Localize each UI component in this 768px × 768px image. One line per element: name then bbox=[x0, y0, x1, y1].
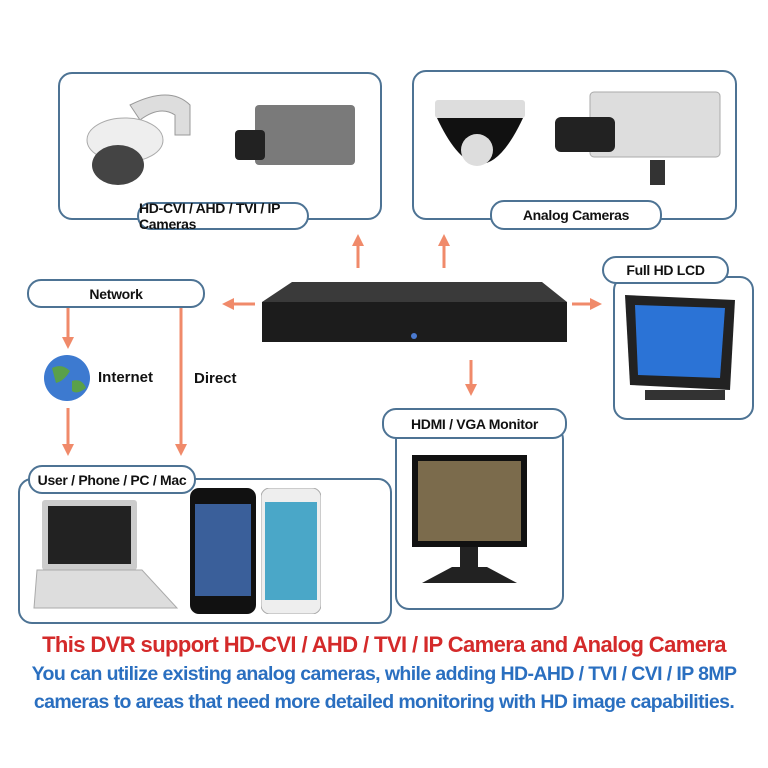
analog-cameras-label: Analog Cameras bbox=[490, 200, 662, 230]
android-phone-image bbox=[261, 488, 321, 614]
full-hd-lcd-label: Full HD LCD bbox=[602, 256, 729, 284]
network-label: Network bbox=[27, 279, 205, 308]
lcd-tv-image bbox=[625, 295, 735, 400]
description-line-1: You can utilize existing analog cameras,… bbox=[31, 663, 737, 685]
direct-label: Direct bbox=[194, 370, 237, 387]
box-camera-image bbox=[235, 105, 355, 165]
monitor-image bbox=[412, 455, 527, 583]
dvr-recorder-image bbox=[262, 282, 567, 342]
headline: This DVR support HD-CVI / AHD / TVI / IP… bbox=[42, 632, 726, 657]
laptop-image bbox=[33, 500, 179, 609]
globe-icon bbox=[44, 355, 90, 401]
user-devices-label: User / Phone / PC / Mac bbox=[28, 465, 196, 494]
hd-cameras-label: HD-CVI / AHD / TVI / IP Cameras bbox=[137, 200, 309, 232]
iphone-image bbox=[190, 488, 256, 614]
analog-box-camera-image bbox=[555, 91, 721, 185]
ptz-camera-image bbox=[86, 94, 191, 185]
description-line-2: cameras to areas that need more detailed… bbox=[33, 691, 735, 713]
dome-camera-image bbox=[435, 100, 525, 166]
internet-label: Internet bbox=[98, 369, 154, 386]
hdmi-monitor-label: HDMI / VGA Monitor bbox=[382, 408, 567, 439]
